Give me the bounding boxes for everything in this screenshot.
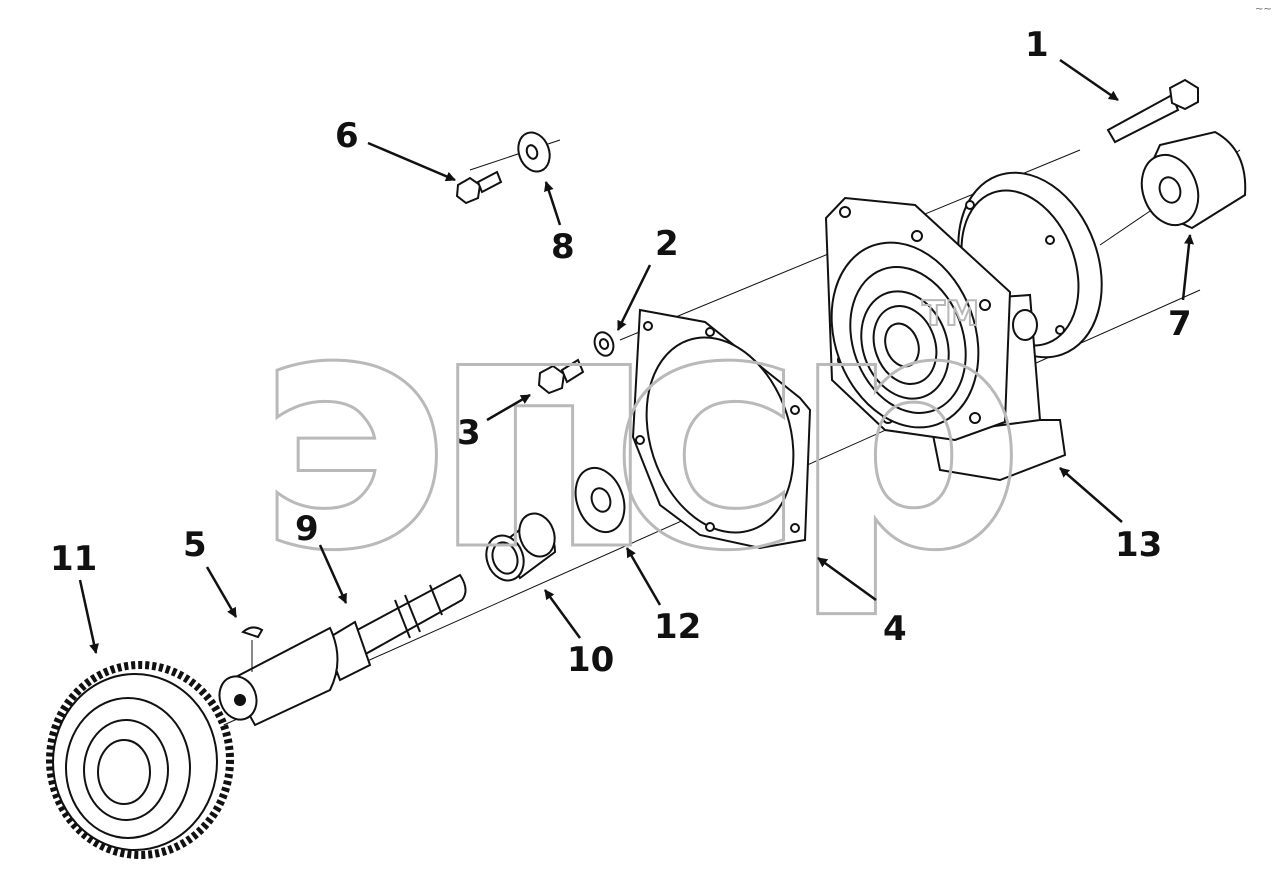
arrow-12 bbox=[625, 547, 662, 606]
arrow-8 bbox=[544, 181, 562, 226]
thrust-washer-part-12 bbox=[574, 467, 626, 533]
woodruff-key-part-5 bbox=[241, 626, 264, 672]
part-labels: 1 2 3 4 5 6 7 8 9 10 11 12 13 bbox=[50, 25, 1192, 680]
corner-mark: ~~ bbox=[1255, 4, 1272, 15]
part-label-3: 3 bbox=[457, 413, 481, 453]
part-label-2: 2 bbox=[655, 224, 679, 264]
arrow-9 bbox=[318, 544, 348, 604]
part-label-8: 8 bbox=[551, 227, 575, 267]
watermark-letter: э bbox=[255, 239, 451, 623]
part-label-6: 6 bbox=[335, 116, 359, 156]
arrow-10 bbox=[543, 589, 582, 639]
part-label-4: 4 bbox=[883, 609, 907, 649]
housing-part-13 bbox=[824, 171, 1103, 482]
watermark-trademark: TM bbox=[922, 294, 979, 334]
lock-washer-part-2 bbox=[593, 331, 615, 357]
arrow-5 bbox=[205, 566, 238, 618]
arrow-4 bbox=[817, 556, 877, 602]
part-label-1: 1 bbox=[1025, 25, 1049, 65]
gear-part-11 bbox=[46, 661, 234, 859]
watermark-letter: п bbox=[430, 239, 658, 623]
part-label-5: 5 bbox=[183, 525, 207, 565]
arrow-1 bbox=[1059, 58, 1119, 102]
part-label-11: 11 bbox=[50, 539, 97, 579]
part-label-10: 10 bbox=[567, 640, 614, 680]
watermark: э п с р TM bbox=[254, 238, 1028, 625]
watermark-letter: с bbox=[610, 239, 806, 623]
arrow-7 bbox=[1181, 234, 1195, 301]
washer-part-8 bbox=[517, 131, 551, 173]
watermark-letter: р bbox=[790, 239, 1026, 623]
coupling-part-7 bbox=[1140, 130, 1247, 230]
arrow-11 bbox=[78, 579, 99, 654]
bushing-part-10 bbox=[485, 512, 557, 582]
capscrew-part-3 bbox=[537, 358, 585, 395]
leader-arrows bbox=[78, 58, 1195, 654]
arrow-6 bbox=[367, 141, 456, 182]
part-label-12: 12 bbox=[654, 607, 701, 647]
bolt-part-1 bbox=[1106, 78, 1199, 144]
part-label-13: 13 bbox=[1115, 525, 1162, 565]
arrow-2 bbox=[616, 264, 652, 331]
part-label-9: 9 bbox=[295, 509, 319, 549]
arrow-3 bbox=[486, 393, 531, 422]
shaft-part-9 bbox=[218, 573, 467, 727]
arrow-13 bbox=[1059, 467, 1123, 523]
capscrew-part-6 bbox=[455, 170, 503, 205]
part-label-7: 7 bbox=[1168, 304, 1192, 344]
gasket-part-4 bbox=[631, 308, 812, 550]
